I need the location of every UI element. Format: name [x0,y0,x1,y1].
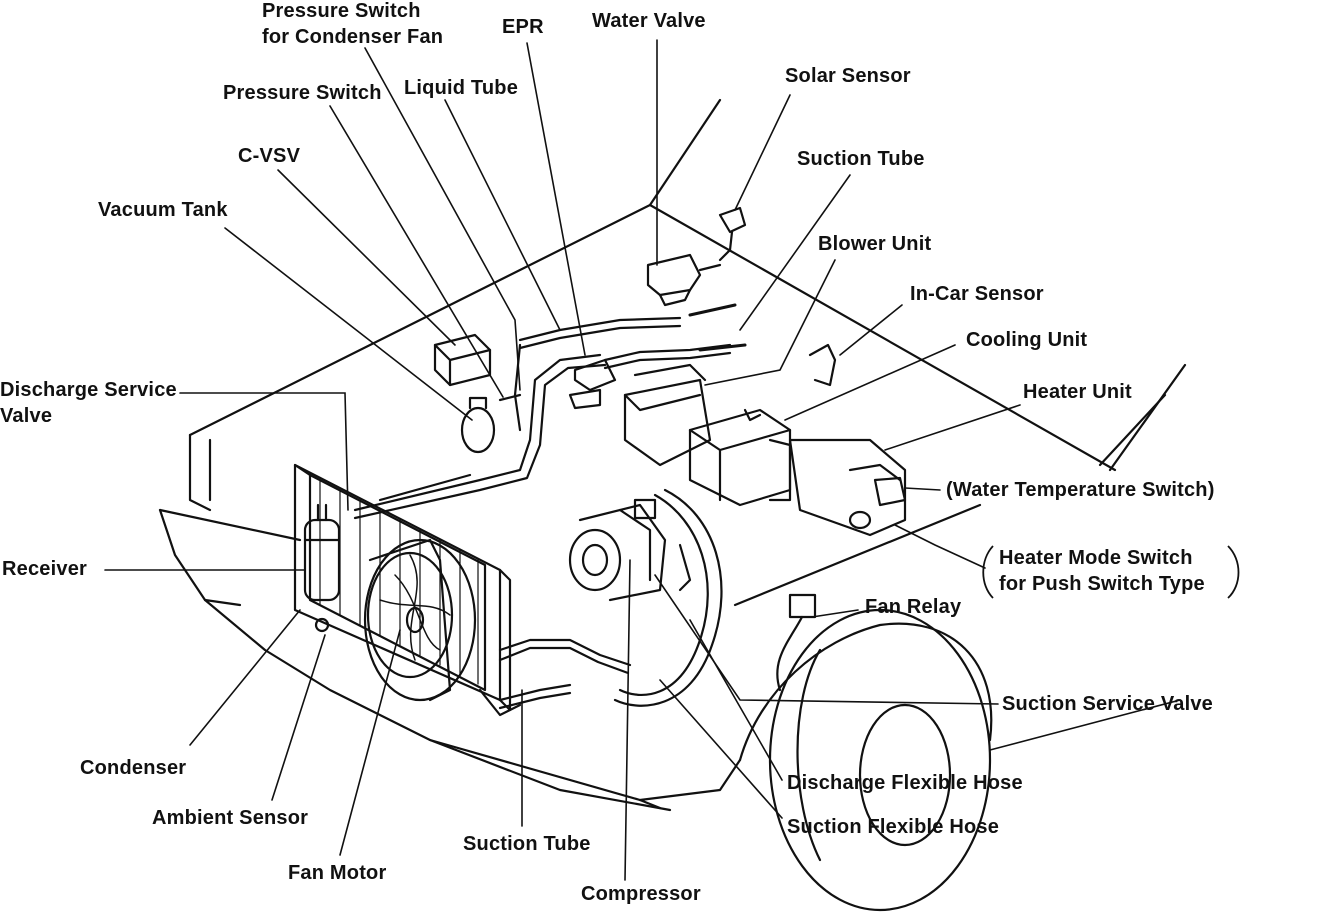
car-body-outline [158,98,1187,812]
label-epr: EPR [502,16,544,38]
heater-unit-drawing [768,438,907,537]
label-suction-tube-bottom: Suction Tube [463,833,591,855]
epr-drawing [568,358,617,410]
compressor-drawing [568,498,692,602]
label-heater-unit: Heater Unit [1023,381,1132,403]
label-suction-flexible-hose: Suction Flexible Hose [787,816,1000,838]
label-water-valve: Water Valve [592,10,706,32]
label-fan-motor: Fan Motor [288,862,387,884]
label-pressure-switch: Pressure Switch [223,82,382,104]
water-valve-drawing [646,253,722,307]
label-water-temperature-switch: (Water Temperature Switch) [946,479,1215,501]
label-solar-sensor: Solar Sensor [785,65,911,87]
label-heater-mode-switch: Heater Mode Switch for Push Switch Type [999,547,1205,595]
leader-lines [104,39,1181,881]
label-ambient-sensor: Ambient Sensor [152,807,309,829]
label-pressure-switch-condenser-fan: Pressure Switch for Condenser Fan [262,0,444,48]
label-fan-relay: Fan Relay [865,596,962,618]
label-c-vsv: C-VSV [238,145,301,167]
label-compressor: Compressor [581,883,701,905]
in-car-sensor-drawing [808,343,837,387]
label-blower-unit: Blower Unit [818,233,932,255]
cooling-unit-drawing [688,408,792,507]
label-receiver: Receiver [2,558,87,580]
vacuum-tank-drawing [460,396,496,454]
label-discharge-flexible-hose: Discharge Flexible Hose [787,772,1023,794]
label-condenser: Condenser [80,757,187,779]
fan-drawing [363,538,477,702]
fan-relay-drawing [776,593,817,692]
blower-unit-drawing [623,363,712,467]
label-liquid-tube: Liquid Tube [404,77,519,99]
label-suction-tube-top: Suction Tube [797,148,925,170]
label-cooling-unit: Cooling Unit [966,329,1088,351]
label-discharge-service-valve: Discharge Service Valve [0,379,177,427]
receiver-drawing [303,503,341,633]
heater-mode-brackets [982,545,1240,599]
label-in-car-sensor: In-Car Sensor [910,283,1044,305]
solar-sensor-drawing [718,206,747,262]
label-vacuum-tank: Vacuum Tank [98,199,228,221]
front-wheel [738,608,993,912]
label-suction-service-valve: Suction Service Valve [1002,693,1213,715]
pipes [353,303,747,710]
